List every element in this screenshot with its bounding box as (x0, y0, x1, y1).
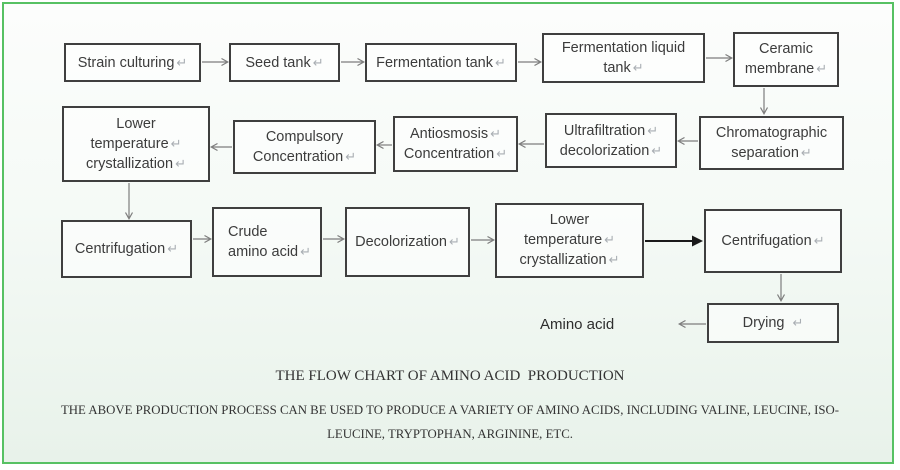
box-decolorization-text: Decolorization↵ (347, 232, 468, 252)
return-mark-icon: ↵ (813, 233, 825, 248)
return-mark-icon: ↵ (608, 252, 620, 267)
box-label: Crude (228, 223, 268, 240)
box-label: Antiosmosis (409, 126, 489, 142)
return-mark-icon: ↵ (300, 243, 312, 259)
box-label: amino acid (228, 243, 299, 260)
return-mark-icon: ↵ (175, 155, 186, 171)
box-label: Chromatographic (715, 124, 828, 141)
box-label: Concentration (403, 146, 495, 162)
box-centrifugation-2-text: Centrifugation↵ (706, 231, 840, 251)
return-mark-icon: ↵ (651, 142, 663, 158)
caption-line-1: THE ABOVE PRODUCTION PROCESS CAN BE USED… (60, 403, 840, 417)
box-label: separation (731, 144, 799, 161)
box-label: crystallization (86, 155, 174, 172)
box-label: Lower (116, 115, 156, 132)
box-label: crystallization (519, 252, 607, 268)
return-mark-icon: ↵ (448, 234, 460, 249)
return-mark-icon: ↵ (816, 61, 828, 76)
box-label: Strain culturing (77, 54, 175, 71)
box-ultrafiltration-decolorization: Ultrafiltration↵decolorization↵ (545, 113, 677, 168)
box-chromatographic-separation-text: Chromatographic separation↵ (701, 124, 842, 163)
box-label: tank (603, 59, 631, 76)
box-chromatographic-separation: Chromatographic separation↵ (699, 116, 844, 170)
return-mark-icon: ↵ (345, 148, 357, 164)
box-label: temperature (90, 135, 169, 152)
box-seed-tank-text: Seed tank↵ (231, 53, 338, 73)
chart-title: THE FLOW CHART OF AMINO ACID PRODUCTION (275, 368, 625, 384)
box-antiosmosis-concentration: Antiosmosis↵Concentration↵ (393, 116, 518, 172)
box-seed-tank: Seed tank↵ (229, 43, 340, 82)
box-centrifugation-1-text: Centrifugation↵ (63, 239, 190, 259)
box-label: Ultrafiltration (563, 122, 646, 139)
box-label: Concentration (252, 148, 344, 165)
amino-acid-label: Amino acid (540, 316, 615, 333)
box-drying-text: Drying ↵ (709, 313, 837, 333)
return-mark-icon: ↵ (792, 315, 804, 330)
box-label: temperature (523, 232, 603, 248)
box-ceramic-membrane-text: Ceramic membrane↵ (735, 40, 837, 79)
box-label: Centrifugation (721, 233, 812, 249)
box-decolorization: Decolorization↵ (345, 207, 470, 277)
box-label: Decolorization (355, 234, 447, 250)
box-label: Fermentation liquid (561, 39, 686, 56)
box-centrifugation-2: Centrifugation↵ (704, 209, 842, 273)
return-mark-icon: ↵ (490, 126, 502, 141)
return-mark-icon: ↵ (632, 59, 644, 75)
box-ceramic-membrane: Ceramic membrane↵ (733, 32, 839, 87)
return-mark-icon: ↵ (496, 146, 508, 161)
box-label: Lower (549, 212, 590, 228)
box-fermentation-liquid-tank-text: Fermentation liquid tank↵ (544, 39, 703, 78)
return-mark-icon: ↵ (170, 135, 182, 151)
return-mark-icon: ↵ (647, 122, 659, 138)
box-label: Drying (742, 315, 785, 331)
return-mark-icon: ↵ (604, 232, 616, 247)
return-mark-icon: ↵ (312, 54, 324, 70)
box-strain-culturing: Strain culturing↵ (64, 43, 201, 82)
box-crude-amino-acid-text: Crude amino acid↵ (214, 223, 320, 262)
box-crude-amino-acid: Crude amino acid↵ (212, 207, 322, 277)
box-label: Compulsory (265, 128, 344, 145)
box-drying: Drying ↵ (707, 303, 839, 343)
box-label: Ceramic (759, 41, 813, 57)
return-mark-icon: ↵ (800, 144, 812, 160)
box-label: Centrifugation (74, 241, 166, 257)
box-fermentation-tank: Fermentation tank↵ (365, 43, 517, 82)
box-strain-culturing-text: Strain culturing↵ (66, 53, 199, 73)
box-label: Fermentation tank (376, 54, 493, 71)
return-mark-icon: ↵ (176, 54, 188, 70)
box-fermentation-liquid-tank: Fermentation liquid tank↵ (542, 33, 705, 83)
return-mark-icon: ↵ (494, 54, 506, 70)
box-label: decolorization (559, 142, 650, 159)
box-antiosmosis-concentration-text: Antiosmosis↵Concentration↵ (395, 124, 516, 164)
box-label: Seed tank (245, 54, 311, 71)
box-centrifugation-1: Centrifugation↵ (61, 220, 192, 278)
box-fermentation-tank-text: Fermentation tank↵ (367, 53, 515, 73)
caption-line-2: LEUCINE, TRYPTOPHAN, ARGININE, ETC. (327, 427, 573, 441)
return-mark-icon: ↵ (167, 241, 179, 256)
box-label: membrane (744, 61, 815, 77)
box-ultrafiltration-decolorization-text: Ultrafiltration↵decolorization↵ (547, 121, 675, 161)
